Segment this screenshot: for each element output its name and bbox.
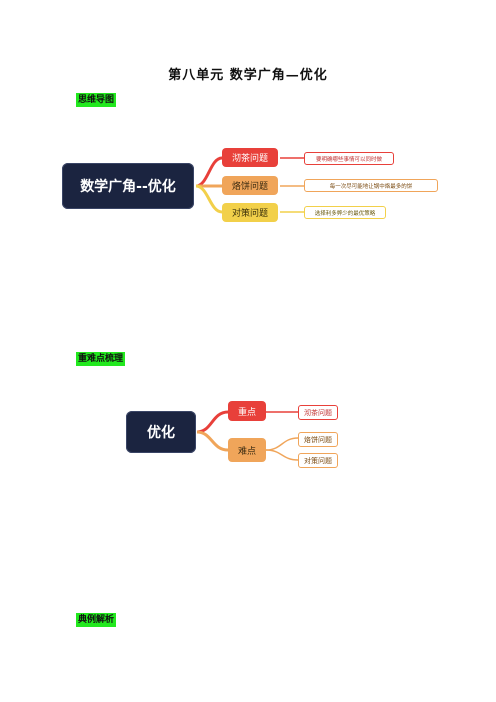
hard-item-strategy-problem: 对策问题: [298, 453, 338, 468]
section-label-examples: 典例解析: [76, 613, 117, 627]
hard-item-pancake-problem: 烙饼问题: [298, 432, 338, 447]
note-tea-problem: 要明确哪些事情可以同时做: [304, 152, 394, 165]
page-title: 第八单元 数学广角—优化: [168, 68, 328, 83]
branch-tea-problem: 沏茶问题: [222, 148, 278, 167]
note-strategy-problem: 选择利多弊少的最优策略: [304, 206, 386, 219]
note-pancake-problem: 每一次尽可能地让锅中烙最多的饼: [304, 179, 438, 192]
branch-key: 重点: [228, 401, 266, 421]
section-label-key-points: 重难点梳理: [76, 352, 126, 366]
branch-difficult: 难点: [228, 438, 266, 462]
branch-strategy-problem: 对策问题: [222, 203, 278, 222]
key-points-root-node: 优化: [126, 411, 196, 453]
section-label-mindmap: 思维导图: [76, 93, 117, 107]
mindmap-root-node: 数学广角--优化: [62, 163, 194, 209]
key-item-tea-problem: 沏茶问题: [298, 405, 338, 420]
branch-pancake-problem: 烙饼问题: [222, 176, 278, 195]
